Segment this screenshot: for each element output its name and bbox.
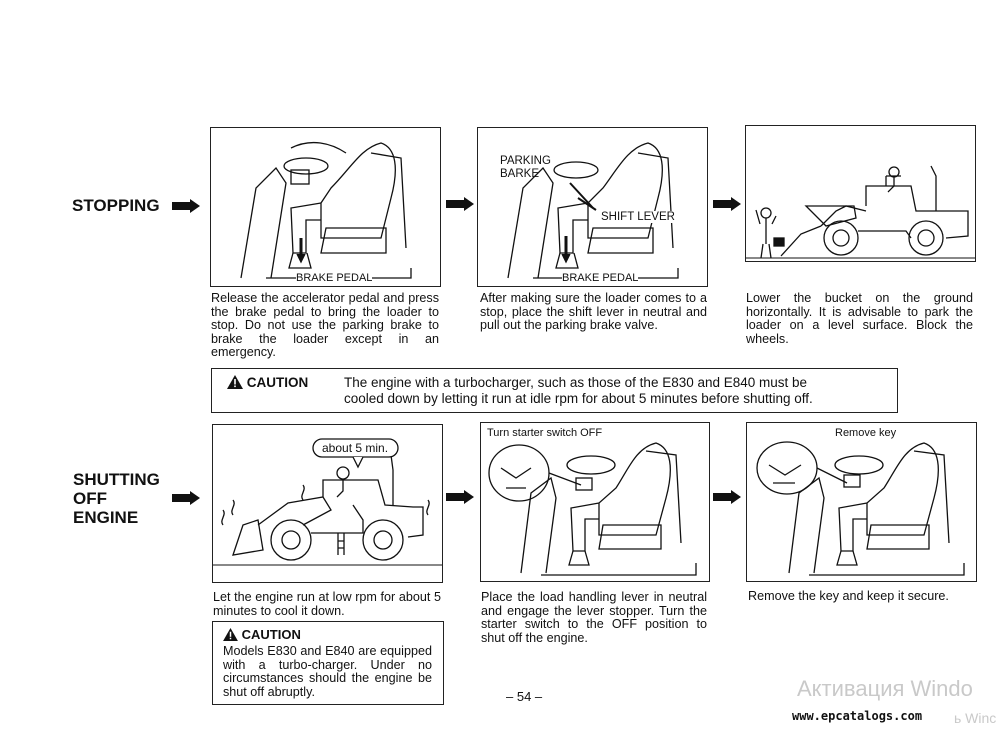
label-turn-starter-switch-off: Turn starter switch OFF xyxy=(487,427,603,439)
caution-label: CAUTION xyxy=(241,627,301,642)
illustration-engine-idling: about 5 min. xyxy=(212,424,443,583)
caption-stopping-step2: After making sure the loader comes to a … xyxy=(480,291,707,333)
caution-label: CAUTION xyxy=(246,375,309,390)
arrow-right-icon xyxy=(446,197,474,211)
site-url[interactable]: www.epcatalogs.com xyxy=(792,709,923,723)
warning-icon xyxy=(223,628,238,641)
label-barke: BARKE xyxy=(500,168,539,180)
caution-title: CAUTION xyxy=(223,627,301,642)
section-heading-stopping: STOPPING xyxy=(72,196,160,215)
arrow-right-icon xyxy=(713,197,741,211)
heading-line: SHUTTING xyxy=(73,470,160,489)
page-number: – 54 – xyxy=(506,689,543,704)
heading-line: ENGINE xyxy=(73,508,139,527)
caption-shutting-step2: Place the load handling lever in neutral… xyxy=(481,590,707,645)
windows-activation-watermark: Активация Windo xyxy=(797,676,973,701)
label-remove-key: Remove key xyxy=(835,427,897,439)
arrow-right-icon xyxy=(446,490,474,504)
caution-turbo-box: CAUTION Models E830 and E840 are equippe… xyxy=(212,621,444,705)
caution-text-line2: cooled down by letting it run at idle rp… xyxy=(344,391,813,406)
windows-activation-watermark-line2: ь Winc xyxy=(954,710,997,726)
illustration-brake-pedal: BRAKE PEDAL xyxy=(210,127,441,287)
illustration-starter-switch: Turn starter switch OFF xyxy=(480,422,710,582)
arrow-right-icon xyxy=(172,491,200,505)
caution-turbo-text: Models E830 and E840 are equipped with a… xyxy=(223,644,432,699)
caution-text-line1: The engine with a turbocharger, such as … xyxy=(344,375,808,390)
caption-stopping-step1: Release the accelerator pedal and press … xyxy=(211,291,439,360)
heading-line: OFF xyxy=(73,489,107,508)
label-shift-lever: SHIFT LEVER xyxy=(601,211,675,223)
caution-title: CAUTION xyxy=(227,375,308,390)
caption-shutting-step1: Let the engine run at low rpm for about … xyxy=(213,590,441,618)
arrow-right-icon xyxy=(172,199,200,213)
caption-stopping-step3: Lower the bucket on the ground horizonta… xyxy=(746,291,973,346)
label-brake-pedal: BRAKE PEDAL xyxy=(562,272,639,284)
caution-banner: CAUTION The engine with a turbocharger, … xyxy=(211,368,898,413)
caption-shutting-step3: Remove the key and keep it secure. xyxy=(748,589,949,603)
section-heading-shutting-off-engine: SHUTTING OFF ENGINE xyxy=(73,470,160,527)
illustration-loader-parked xyxy=(745,125,976,262)
arrow-right-icon xyxy=(713,490,741,504)
label-parking: PARKING xyxy=(500,155,551,167)
bubble-about-5-min: about 5 min. xyxy=(322,441,389,455)
warning-icon xyxy=(227,375,243,389)
illustration-parking-brake: PARKING BARKE SHIFT LEVER BRAKE PEDAL xyxy=(477,127,708,287)
illustration-remove-key: Remove key xyxy=(746,422,977,582)
label-brake-pedal: BRAKE PEDAL xyxy=(296,272,373,284)
